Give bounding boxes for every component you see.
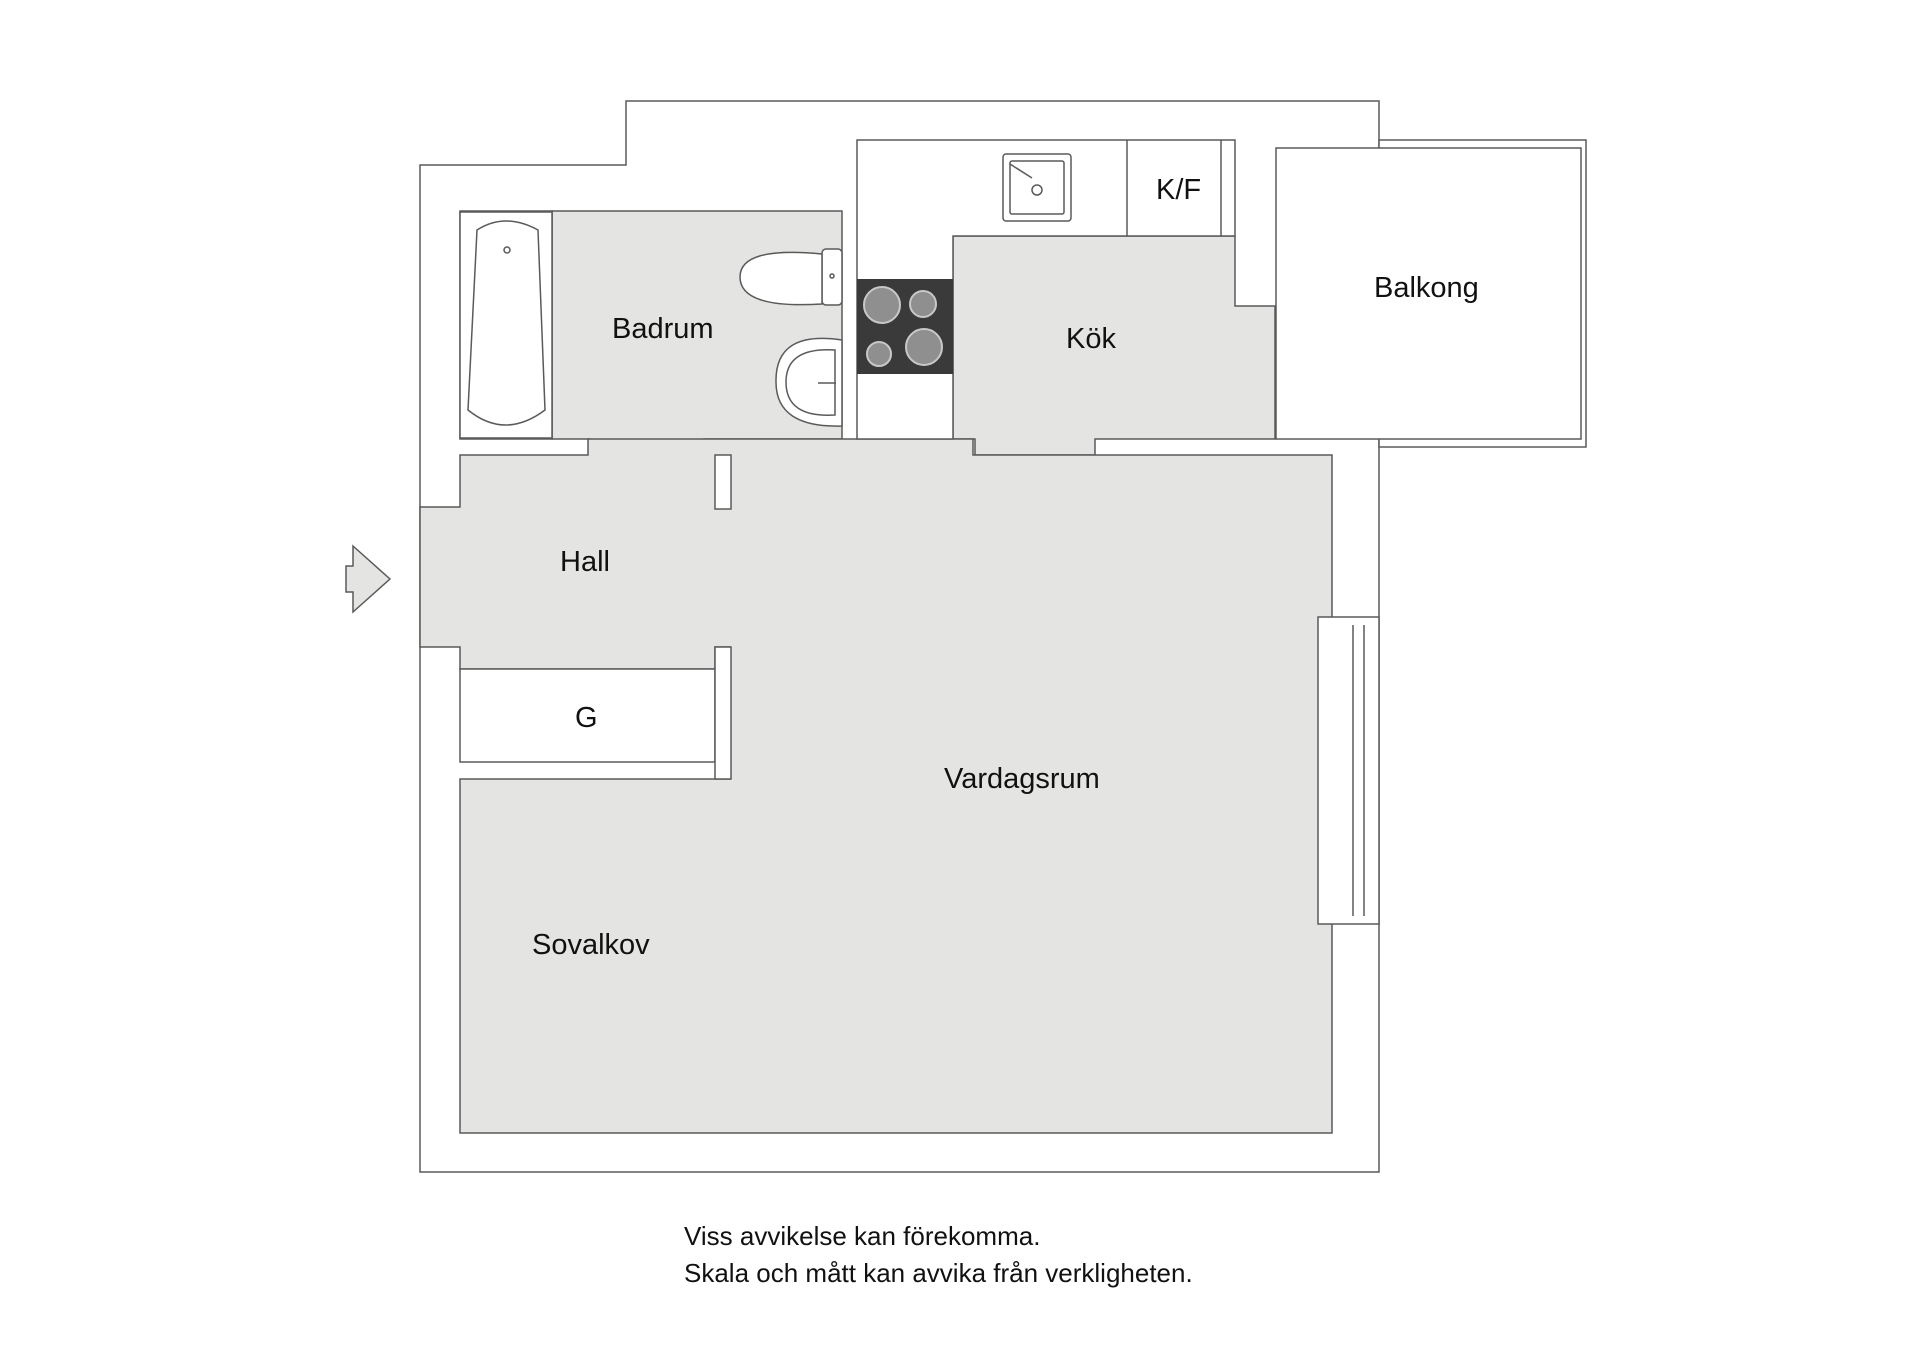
disclaimer: Viss avvikelse kan förekomma. Skala och … [684, 1218, 1193, 1292]
room-label-kok: Kök [1066, 323, 1116, 355]
wall-stub-2 [714, 646, 732, 780]
room-label-hall: Hall [560, 546, 610, 578]
wardrobe-g [459, 668, 716, 763]
entrance-arrow-icon [345, 544, 392, 614]
room-label-balkong: Balkong [1374, 272, 1479, 304]
disclaimer-line-1: Viss avvikelse kan förekomma. [684, 1221, 1041, 1251]
toilet-icon [739, 248, 843, 306]
room-label-sovalkov: Sovalkov [532, 929, 650, 961]
kitchen-sink-icon [1002, 153, 1072, 222]
room-label-kf: K/F [1156, 174, 1201, 206]
window-living [1317, 616, 1380, 925]
balcony-area [1275, 147, 1582, 440]
washbasin-icon [775, 337, 843, 427]
wall-stub [714, 454, 732, 510]
floor-hall-living [419, 438, 1333, 1134]
disclaimer-line-2: Skala och mått kan avvika från verklighe… [684, 1258, 1193, 1288]
room-label-g: G [575, 702, 598, 734]
room-label-badrum: Badrum [612, 313, 714, 345]
stove-icon [857, 279, 953, 374]
room-label-vardagsrum: Vardagsrum [944, 763, 1100, 795]
bathtub-icon [459, 211, 553, 439]
